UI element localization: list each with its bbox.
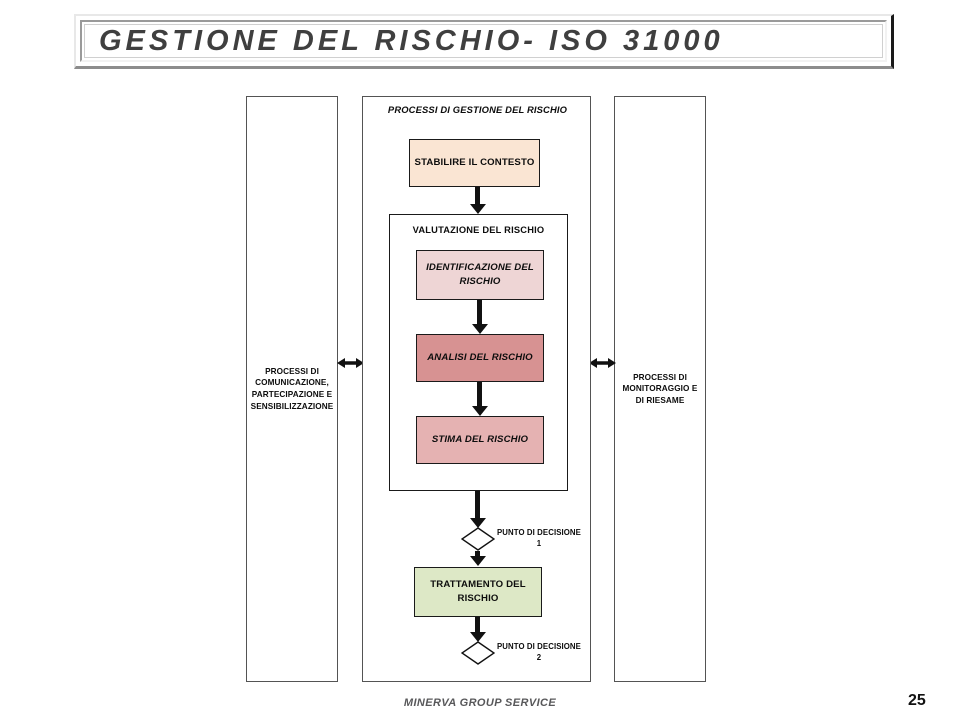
group-box-valutazione-del-rischio: VALUTAZIONE DEL RISCHIO IDENTIFICAZIONE …	[389, 214, 568, 491]
arrow-analisi-to-stima	[471, 382, 488, 416]
arrow-identificazione-to-analisi	[471, 300, 488, 334]
page-title: GESTIONE DEL RISCHIO- ISO 31000	[99, 24, 724, 57]
panel-communication-label: PROCESSI DI COMUNICAZIONE, PARTECIPAZION…	[250, 366, 334, 411]
process-label-analisi-del-rischio: ANALISI DEL RISCHIO	[427, 352, 533, 364]
decision-label-1: PUNTO DI DECISIONE 1	[497, 527, 581, 550]
panel-monitoring-processes: PROCESSI DI MONITORAGGIO E DI RIESAME	[614, 96, 706, 682]
decision-label-2: PUNTO DI DECISIONE 2	[497, 641, 581, 664]
process-label-trattamento-del-rischio: TRATTAMENTO DEL RISCHIO	[430, 579, 526, 604]
connector-center-right-double-arrow	[589, 352, 616, 374]
arrow-decision-1-to-trattamento	[469, 551, 486, 566]
process-box-stabilire-il-contesto: STABILIRE IL CONTESTO	[409, 139, 540, 187]
process-box-trattamento-del-rischio: TRATTAMENTO DEL RISCHIO	[414, 567, 542, 617]
decision-label-1-line2: 1	[536, 539, 542, 549]
process-label-stima-del-rischio: STIMA DEL RISCHIO	[431, 434, 529, 446]
panel-risk-management-processes: PROCESSI DI GESTIONE DEL RISCHIO STABILI…	[362, 96, 591, 682]
decision-label-2-line2: 2	[536, 653, 542, 663]
arrow-valutazione-to-decision-1	[469, 491, 486, 528]
center-panel-title: PROCESSI DI GESTIONE DEL RISCHIO	[387, 104, 568, 115]
title-frame-inner-bevel: GESTIONE DEL RISCHIO- ISO 31000	[80, 20, 887, 62]
connector-left-center-double-arrow	[337, 352, 364, 374]
process-box-stima-del-rischio: STIMA DEL RISCHIO	[416, 416, 544, 464]
group-label-valutazione-del-rischio: VALUTAZIONE DEL RISCHIO	[412, 225, 545, 235]
decision-diamond-1	[461, 527, 495, 551]
arrow-trattamento-to-decision-2	[469, 617, 486, 642]
footer-company-name: MINERVA GROUP SERVICE	[403, 697, 557, 709]
title-frame: GESTIONE DEL RISCHIO- ISO 31000	[74, 14, 894, 69]
page-number: 25	[908, 692, 926, 709]
process-box-analisi-del-rischio: ANALISI DEL RISCHIO	[416, 334, 544, 382]
process-label-identificazione-del-rischio: IDENTIFICAZIONE DEL RISCHIO	[426, 262, 534, 287]
process-box-identificazione-del-rischio: IDENTIFICAZIONE DEL RISCHIO	[416, 250, 544, 300]
decision-label-2-line1: PUNTO DI DECISIONE	[497, 642, 581, 651]
panel-monitoring-label: PROCESSI DI MONITORAGGIO E DI RIESAME	[622, 372, 698, 405]
process-label-stabilire-il-contesto: STABILIRE IL CONTESTO	[414, 157, 535, 169]
decision-diamond-2	[461, 641, 495, 665]
decision-label-1-line1: PUNTO DI DECISIONE	[497, 528, 581, 537]
title-frame-inner-border: GESTIONE DEL RISCHIO- ISO 31000	[84, 24, 883, 58]
arrow-contesto-to-valutazione	[469, 187, 486, 214]
panel-communication-processes: PROCESSI DI COMUNICAZIONE, PARTECIPAZION…	[246, 96, 338, 682]
